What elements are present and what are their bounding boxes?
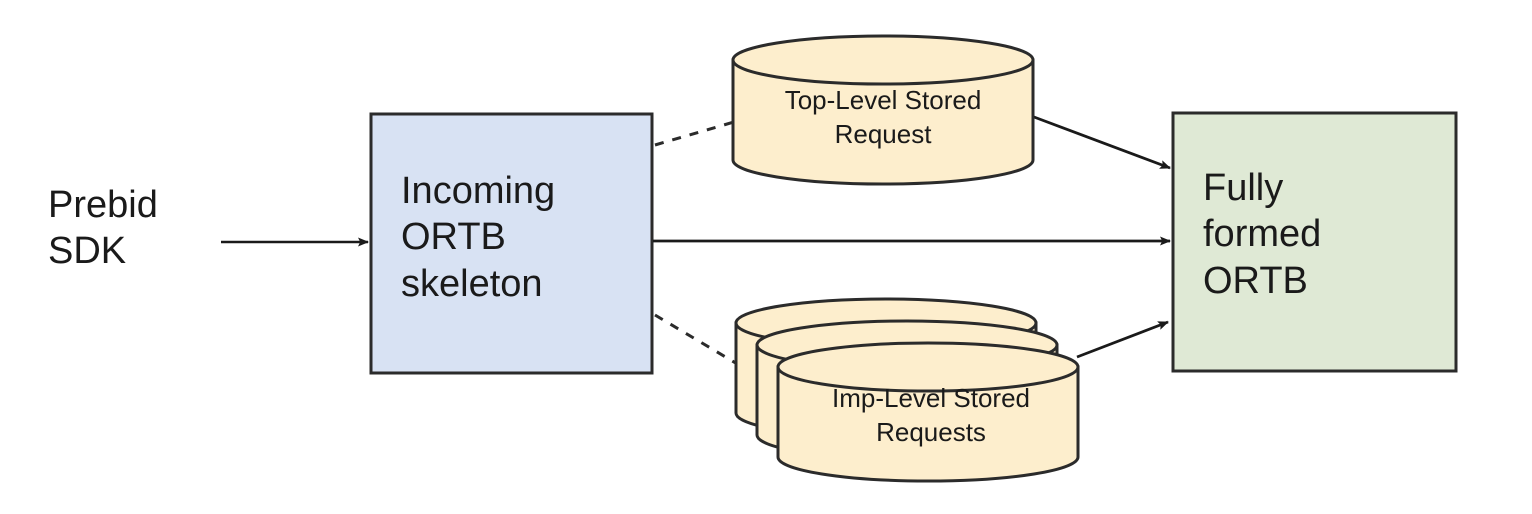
node-imp-level-stored-requests-cylinder-stack[interactable] <box>734 297 1080 483</box>
cylinder-front <box>776 341 1080 483</box>
edge-imp-level-stored-to-fully-formed <box>1076 320 1169 359</box>
node-top-level-stored-request-cylinder[interactable] <box>731 34 1035 186</box>
edge-top-level-stored-to-fully-formed <box>1033 115 1171 170</box>
node-incoming-ortb-box[interactable] <box>369 112 654 375</box>
edge-incoming-to-top-level-stored <box>654 120 735 147</box>
node-fully-formed-ortb-box[interactable] <box>1171 111 1458 373</box>
edge-incoming-to-imp-level-stored <box>654 313 740 367</box>
